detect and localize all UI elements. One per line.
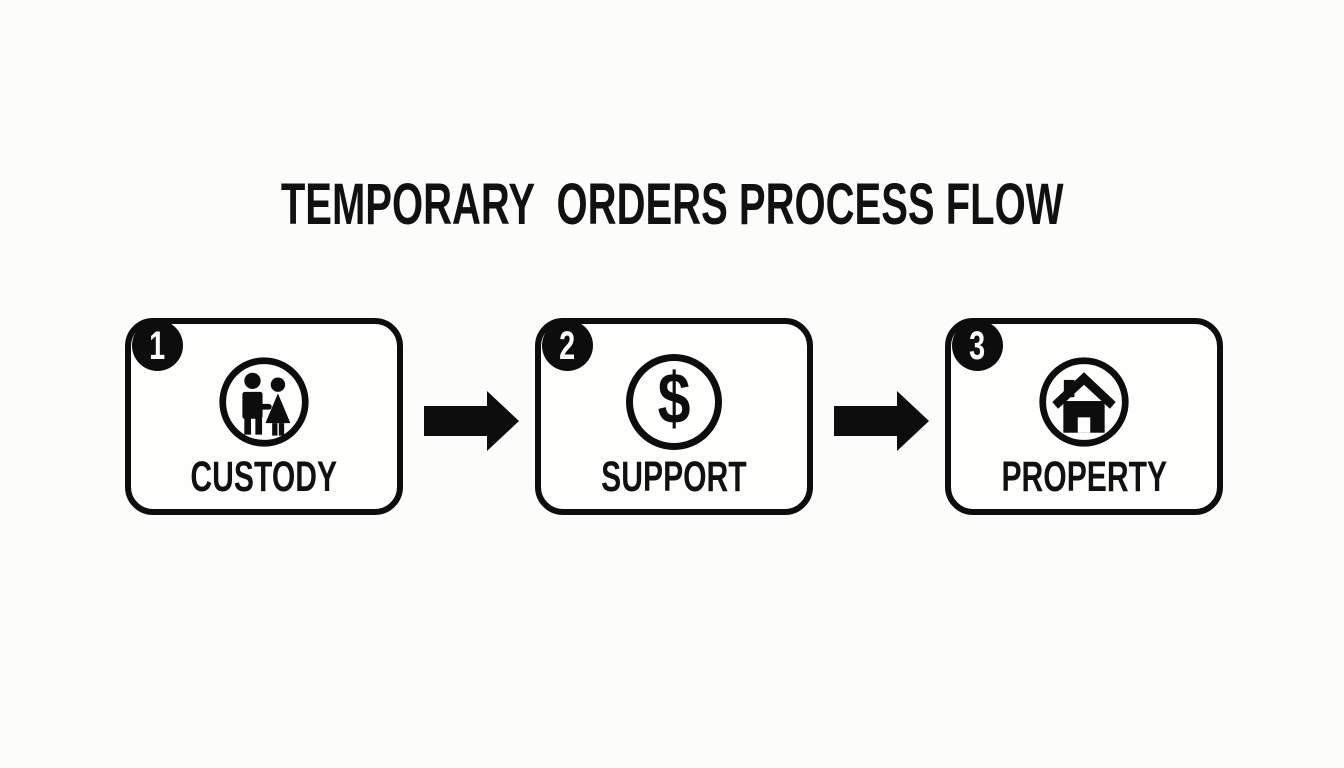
step-label: CUSTODY (131, 456, 397, 499)
dollar-circle: $ (626, 354, 722, 450)
step-number: 1 (149, 323, 166, 368)
arrow-right-icon (834, 391, 929, 451)
page-title-text: TEMPORARY ORDERS PROCESS FLOW (280, 172, 1064, 237)
page-title: TEMPORARY ORDERS PROCESS FLOW (0, 176, 1344, 234)
step-label-text: CUSTODY (190, 453, 338, 501)
step-label-text: SUPPORT (601, 453, 747, 501)
step-number: 2 (559, 323, 576, 368)
step-label-text: PROPERTY (1001, 453, 1167, 501)
step-number-badge: 3 (952, 320, 1003, 371)
step-card-support: 2 $ SUPPORT (535, 318, 813, 515)
step-label: SUPPORT (541, 456, 807, 499)
dollar-glyph: $ (657, 359, 691, 439)
family-icon (216, 354, 312, 450)
step-number-badge: 1 (132, 320, 183, 371)
home-icon (1036, 354, 1132, 450)
step-label: PROPERTY (951, 456, 1217, 499)
step-number: 3 (969, 323, 986, 368)
dollar-circle-icon: $ (626, 354, 722, 450)
step-number-badge: 2 (542, 320, 593, 371)
arrow-right-icon (424, 391, 519, 451)
step-card-property: 3 PROPERTY (945, 318, 1223, 515)
step-card-custody: 1 CUSTODY (125, 318, 403, 515)
